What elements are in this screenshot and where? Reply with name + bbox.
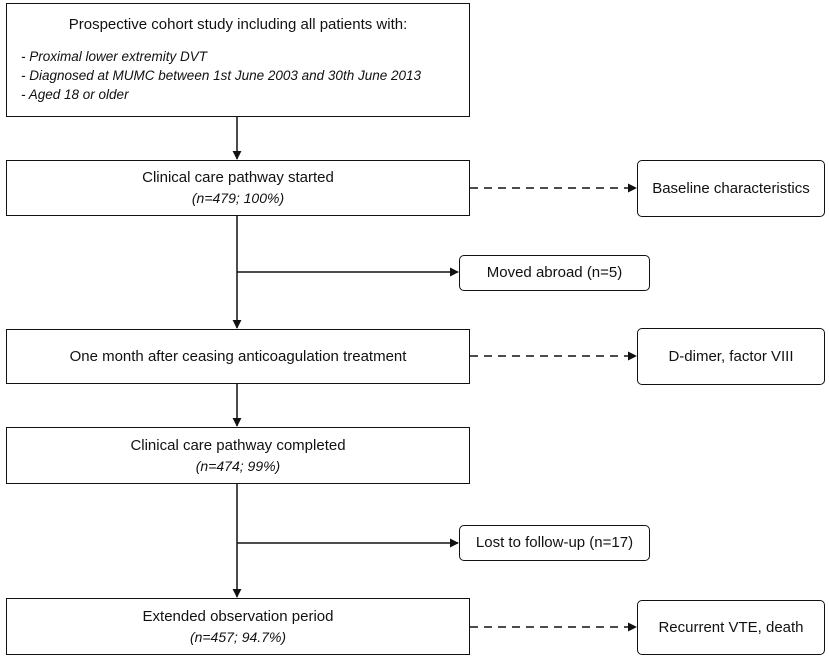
exclusion-label: Lost to follow-up (n=17) <box>475 534 634 551</box>
study-inclusion-box: Prospective cohort study including all p… <box>6 3 470 117</box>
measurement-recurrent: Recurrent VTE, death <box>637 600 825 655</box>
criterion-diagnosed: - Diagnosed at MUMC between 1st June 200… <box>21 68 422 83</box>
exclusion-moved-abroad: Moved abroad (n=5) <box>459 255 650 291</box>
step-one-month-after: One month after ceasing anticoagulation … <box>6 329 470 384</box>
step-label: Clinical care pathway started <box>142 169 334 186</box>
measurement-ddimer: D-dimer, factor VIII <box>637 328 825 385</box>
step-count: (n=457; 94.7%) <box>189 628 287 645</box>
measurement-label: Baseline characteristics <box>652 179 810 197</box>
exclusion-lost-follow-up: Lost to follow-up (n=17) <box>459 525 650 561</box>
criterion-age: - Aged 18 or older <box>21 87 129 102</box>
measurement-label: Recurrent VTE, death <box>658 618 804 636</box>
exclusion-label: Moved abroad (n=5) <box>486 264 623 281</box>
measurement-baseline: Baseline characteristics <box>637 160 825 217</box>
study-title: Prospective cohort study including all p… <box>68 16 408 33</box>
step-pathway-completed: Clinical care pathway completed (n=474; … <box>6 427 470 484</box>
criterion-dvt: - Proximal lower extremity DVT <box>21 49 208 64</box>
step-pathway-started: Clinical care pathway started (n=479; 10… <box>6 160 470 216</box>
step-extended-observation: Extended observation period (n=457; 94.7… <box>6 598 470 655</box>
step-count: (n=479; 100%) <box>191 190 285 206</box>
step-label: Clinical care pathway completed <box>130 436 346 454</box>
measurement-label: D-dimer, factor VIII <box>668 347 794 365</box>
step-label: One month after ceasing anticoagulation … <box>69 347 407 365</box>
step-label: Extended observation period <box>142 607 334 625</box>
step-count: (n=474; 99%) <box>195 457 281 474</box>
